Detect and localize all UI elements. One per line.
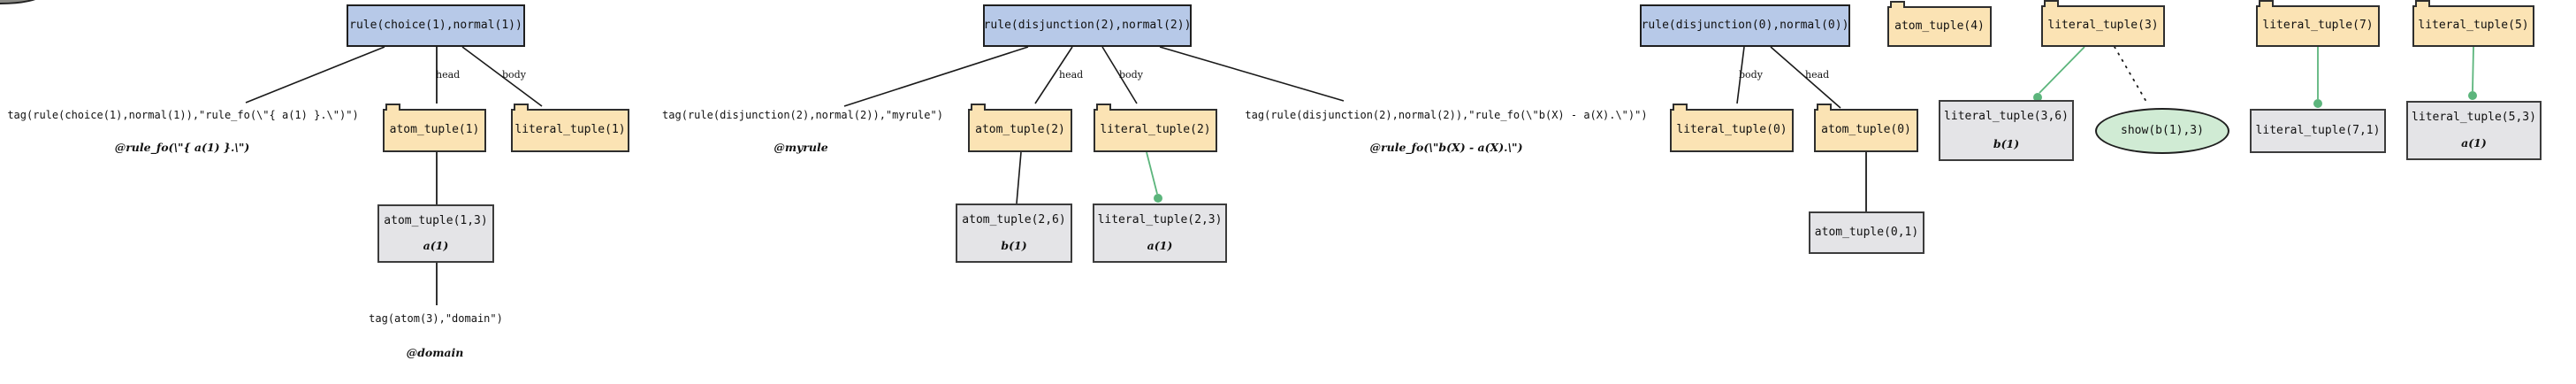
tag-text-atom-3: tag(atom(3),"domain") xyxy=(369,312,503,325)
node-atom-tuple-2: atom_tuple(2) xyxy=(968,104,1072,152)
edge-rule3-body xyxy=(1736,46,1745,104)
node-rule-disjunction-0: rule(disjunction(0),normal(0)) xyxy=(1640,4,1850,47)
node-atom-tuple-4: atom_tuple(4) xyxy=(1887,1,1992,47)
edge-label-body: body xyxy=(1119,69,1143,81)
node-label: literal_tuple(7) xyxy=(2262,19,2374,33)
edge-label-body: body xyxy=(502,69,526,81)
node-rule-disjunction-2: rule(disjunction(2),normal(2)) xyxy=(983,4,1192,47)
clipped-node-ellipse xyxy=(0,0,36,4)
node-sublabel: a(1) xyxy=(2461,136,2487,150)
node-literal-tuple-5-3: literal_tuple(5,3) a(1) xyxy=(2406,101,2542,160)
node-literal-tuple-1: literal_tuple(1) xyxy=(511,104,629,152)
folder-tab xyxy=(1673,104,1688,111)
node-sublabel: a(1) xyxy=(1147,239,1173,253)
edge-rule3-head xyxy=(1770,46,1841,109)
node-label: literal_tuple(2) xyxy=(1100,123,1211,137)
node-label: rule(disjunction(2),normal(2)) xyxy=(983,18,1192,32)
node-label: rule(choice(1),normal(1)) xyxy=(349,18,522,32)
node-label: literal_tuple(7,1) xyxy=(2255,123,2381,137)
node-literal-tuple-7-1: literal_tuple(7,1) xyxy=(2250,109,2386,153)
node-literal-tuple-3-6: literal_tuple(3,6) b(1) xyxy=(1939,100,2074,161)
node-literal-tuple-7: literal_tuple(7) xyxy=(2256,0,2380,47)
edge-rule1-tag xyxy=(245,46,385,104)
node-label: rule(disjunction(0),normal(0)) xyxy=(1641,18,1849,32)
edge-dot xyxy=(1154,194,1162,203)
folder-tab xyxy=(2259,0,2274,7)
node-atom-tuple-0-1: atom_tuple(0,1) xyxy=(1809,211,1924,254)
edge-rule2-tag-myrule xyxy=(843,46,1029,107)
node-atom-tuple-1-3: atom_tuple(1,3) a(1) xyxy=(377,204,494,263)
folder-tab xyxy=(1890,1,1905,8)
edge-literaltuple3-child xyxy=(2039,46,2085,94)
edge-literaltuple3-show-dotted xyxy=(2114,46,2147,103)
tag-text-rule-choice-1: tag(rule(choice(1),normal(1)),"rule_fo(\… xyxy=(7,109,359,121)
edge-rule1-body xyxy=(461,46,543,107)
folder-tab xyxy=(2044,0,2059,7)
edge-atomtuple2-child xyxy=(1016,151,1022,204)
node-literal-tuple-2: literal_tuple(2) xyxy=(1094,104,1217,152)
node-label: atom_tuple(2,6) xyxy=(962,213,1066,227)
tag-text-rule-fo-disjunction-2: tag(rule(disjunction(2),normal(2)),"rule… xyxy=(1245,109,1648,121)
edge-label-body: body xyxy=(1739,69,1763,81)
node-label: literal_tuple(1) xyxy=(514,123,626,137)
node-label: atom_tuple(1,3) xyxy=(384,214,488,227)
node-label: literal_tuple(2,3) xyxy=(1097,213,1223,227)
edge-label-head: head xyxy=(436,69,461,81)
node-label: atom_tuple(2) xyxy=(975,123,1065,137)
folder-tab xyxy=(385,104,400,111)
edge-label-head: head xyxy=(1059,69,1084,81)
node-label: atom_tuple(0,1) xyxy=(1814,225,1919,239)
node-sublabel: b(1) xyxy=(1001,239,1027,253)
node-sublabel: a(1) xyxy=(423,239,449,253)
emph-rule-fo-disjunction-2: @rule_fo(\"b(X) - a(X).\") xyxy=(1369,141,1523,154)
node-label: literal_tuple(0) xyxy=(1676,123,1787,137)
node-atom-tuple-1: atom_tuple(1) xyxy=(383,104,486,152)
node-literal-tuple-3: literal_tuple(3) xyxy=(2041,0,2165,47)
edge-rule2-tag-rulefo xyxy=(1159,46,1345,102)
emph-myrule: @myrule xyxy=(774,141,828,154)
node-rule-choice-1: rule(choice(1),normal(1)) xyxy=(347,4,525,47)
folder-tab xyxy=(1817,104,1832,111)
node-label: atom_tuple(4) xyxy=(1894,19,1985,33)
node-label: atom_tuple(1) xyxy=(389,123,480,137)
node-label: literal_tuple(5,3) xyxy=(2412,111,2536,124)
node-atom-tuple-2-6: atom_tuple(2,6) b(1) xyxy=(956,204,1072,263)
edge-dot xyxy=(2468,91,2477,100)
folder-tab xyxy=(1096,104,1111,111)
node-show-b-1-3: show(b(1),3) xyxy=(2095,108,2229,154)
emph-rule-fo-choice-1: @rule_fo(\"{ a(1) }.\") xyxy=(114,141,250,154)
edge-dot xyxy=(2313,99,2322,108)
edge-rule2-head xyxy=(1034,46,1073,104)
node-literal-tuple-5: literal_tuple(5) xyxy=(2412,0,2534,47)
node-literal-tuple-0: literal_tuple(0) xyxy=(1670,104,1794,152)
node-label: literal_tuple(5) xyxy=(2418,19,2529,33)
folder-tab xyxy=(2415,0,2430,7)
node-literal-tuple-2-3: literal_tuple(2,3) a(1) xyxy=(1093,204,1227,263)
edge-literaltuple2-child xyxy=(1146,151,1158,195)
emph-domain: @domain xyxy=(406,346,464,359)
node-label: show(b(1),3) xyxy=(2121,123,2204,137)
edge-rule2-body xyxy=(1101,46,1138,104)
folder-tab xyxy=(971,104,986,111)
node-label: literal_tuple(3) xyxy=(2047,19,2159,33)
edge-label-head: head xyxy=(1805,69,1830,81)
node-atom-tuple-0: atom_tuple(0) xyxy=(1814,104,1918,152)
node-label: atom_tuple(0) xyxy=(1821,123,1911,137)
edge-dot xyxy=(2033,93,2042,102)
node-sublabel: b(1) xyxy=(1993,137,2020,151)
folder-tab xyxy=(514,104,529,111)
tag-text-myrule: tag(rule(disjunction(2),normal(2)),"myru… xyxy=(662,109,943,121)
node-label: literal_tuple(3,6) xyxy=(1944,110,2069,123)
